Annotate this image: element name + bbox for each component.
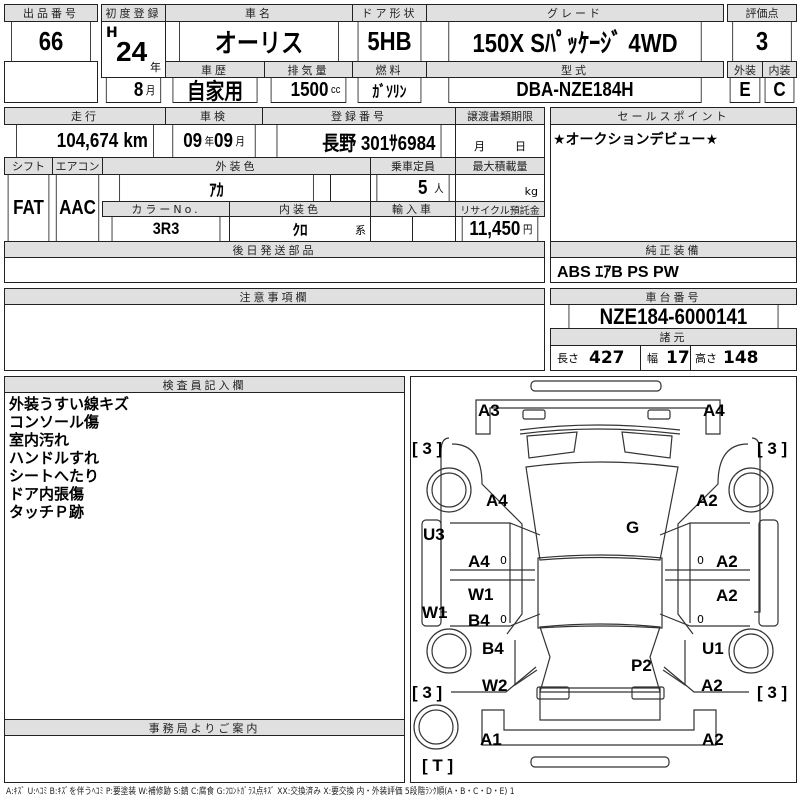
office-label: 事務局よりご案内 — [4, 719, 405, 736]
inspector-notes: 外装うすい線キズコンソール傷室内汚れハンドルすれシートへたりドア内張傷タッチＰ跡 — [4, 392, 405, 720]
displacement-label: 排気量 — [264, 61, 353, 78]
legend: A:ｷｽﾞ U:ﾍｺﾐ B:ｷｽﾞを伴うﾍｺﾐ P:要塗装 W:補修跡 S:錆 … — [6, 787, 515, 797]
damage-mark: [ 3 ] — [757, 439, 788, 458]
damage-mark: B4 — [482, 639, 504, 658]
damage-mark: G — [626, 518, 640, 537]
damage-mark: A4 — [703, 401, 725, 420]
damage-mark: A2 — [716, 552, 738, 571]
score-label: 評価点 — [727, 4, 797, 22]
inspector-note: ドア内張傷 — [9, 485, 85, 503]
damage-diagram — [410, 376, 797, 783]
damage-mark: A2 — [701, 676, 723, 695]
era: H — [106, 25, 118, 41]
history-value: 自家用 — [172, 77, 258, 103]
damage-mark: U3 — [423, 525, 445, 544]
inspector-note: ハンドルすれ — [9, 449, 100, 467]
doc-deadline-label: 譲渡書類期限 — [455, 107, 545, 125]
year-unit: 年 — [150, 61, 161, 74]
inspector-note: コンソール傷 — [9, 413, 100, 431]
first-reg-year: H 24 年 — [101, 21, 166, 78]
damage-mark: W1 — [468, 585, 494, 604]
damage-mark: [ 3 ] — [757, 683, 788, 702]
int-score: C — [764, 77, 795, 103]
damage-mark: B4 — [468, 611, 490, 630]
inspector-note: タッチＰ跡 — [9, 503, 85, 521]
lot-blank — [4, 61, 98, 103]
damage-mark: [ 3 ] — [412, 439, 443, 458]
damage-mark: [ T ] — [422, 756, 454, 775]
damage-mark: [ 3 ] — [412, 683, 443, 702]
damage-mark: U1 — [702, 639, 724, 658]
damage-mark: 0 — [697, 613, 704, 626]
caution-body — [4, 304, 545, 371]
damage-mark: A4 — [486, 491, 508, 510]
damage-mark: 0 — [500, 554, 507, 567]
damage-mark: W1 — [422, 603, 448, 622]
later-parts-body — [4, 257, 545, 283]
inspector-label: 検査員記入欄 — [4, 376, 405, 393]
damage-mark: P2 — [631, 656, 652, 675]
damage-mark: A2 — [696, 491, 718, 510]
model-value: DBA-NZE184H — [448, 77, 702, 103]
inspector-note: シートへたり — [9, 467, 100, 485]
fuel-value: ｶﾞｿﾘﾝ — [357, 77, 422, 103]
damage-mark: 0 — [500, 613, 507, 626]
damage-mark: W2 — [482, 676, 508, 695]
office-body — [4, 735, 405, 783]
damage-mark: A2 — [702, 730, 724, 749]
ext-score: E — [729, 77, 761, 103]
chassis-label: 車台番号 — [550, 288, 797, 305]
damage-mark: A3 — [478, 401, 500, 420]
car-name: オーリス — [179, 21, 339, 62]
inspector-note: 外装うすい線キズ — [9, 395, 130, 413]
damage-mark: 0 — [697, 554, 704, 567]
aircon-label: エアコン — [52, 157, 103, 175]
equipment-value: ABS ｴｱB PS PW — [550, 257, 797, 283]
year: 24 — [116, 36, 148, 67]
inspector-note: 室内汚れ — [9, 431, 70, 449]
damage-mark: A2 — [716, 586, 738, 605]
damage-mark: A1 — [480, 730, 502, 749]
fuel-label: 燃料 — [352, 61, 427, 78]
damage-mark: A4 — [468, 552, 490, 571]
grade-label: グレード — [426, 4, 724, 22]
